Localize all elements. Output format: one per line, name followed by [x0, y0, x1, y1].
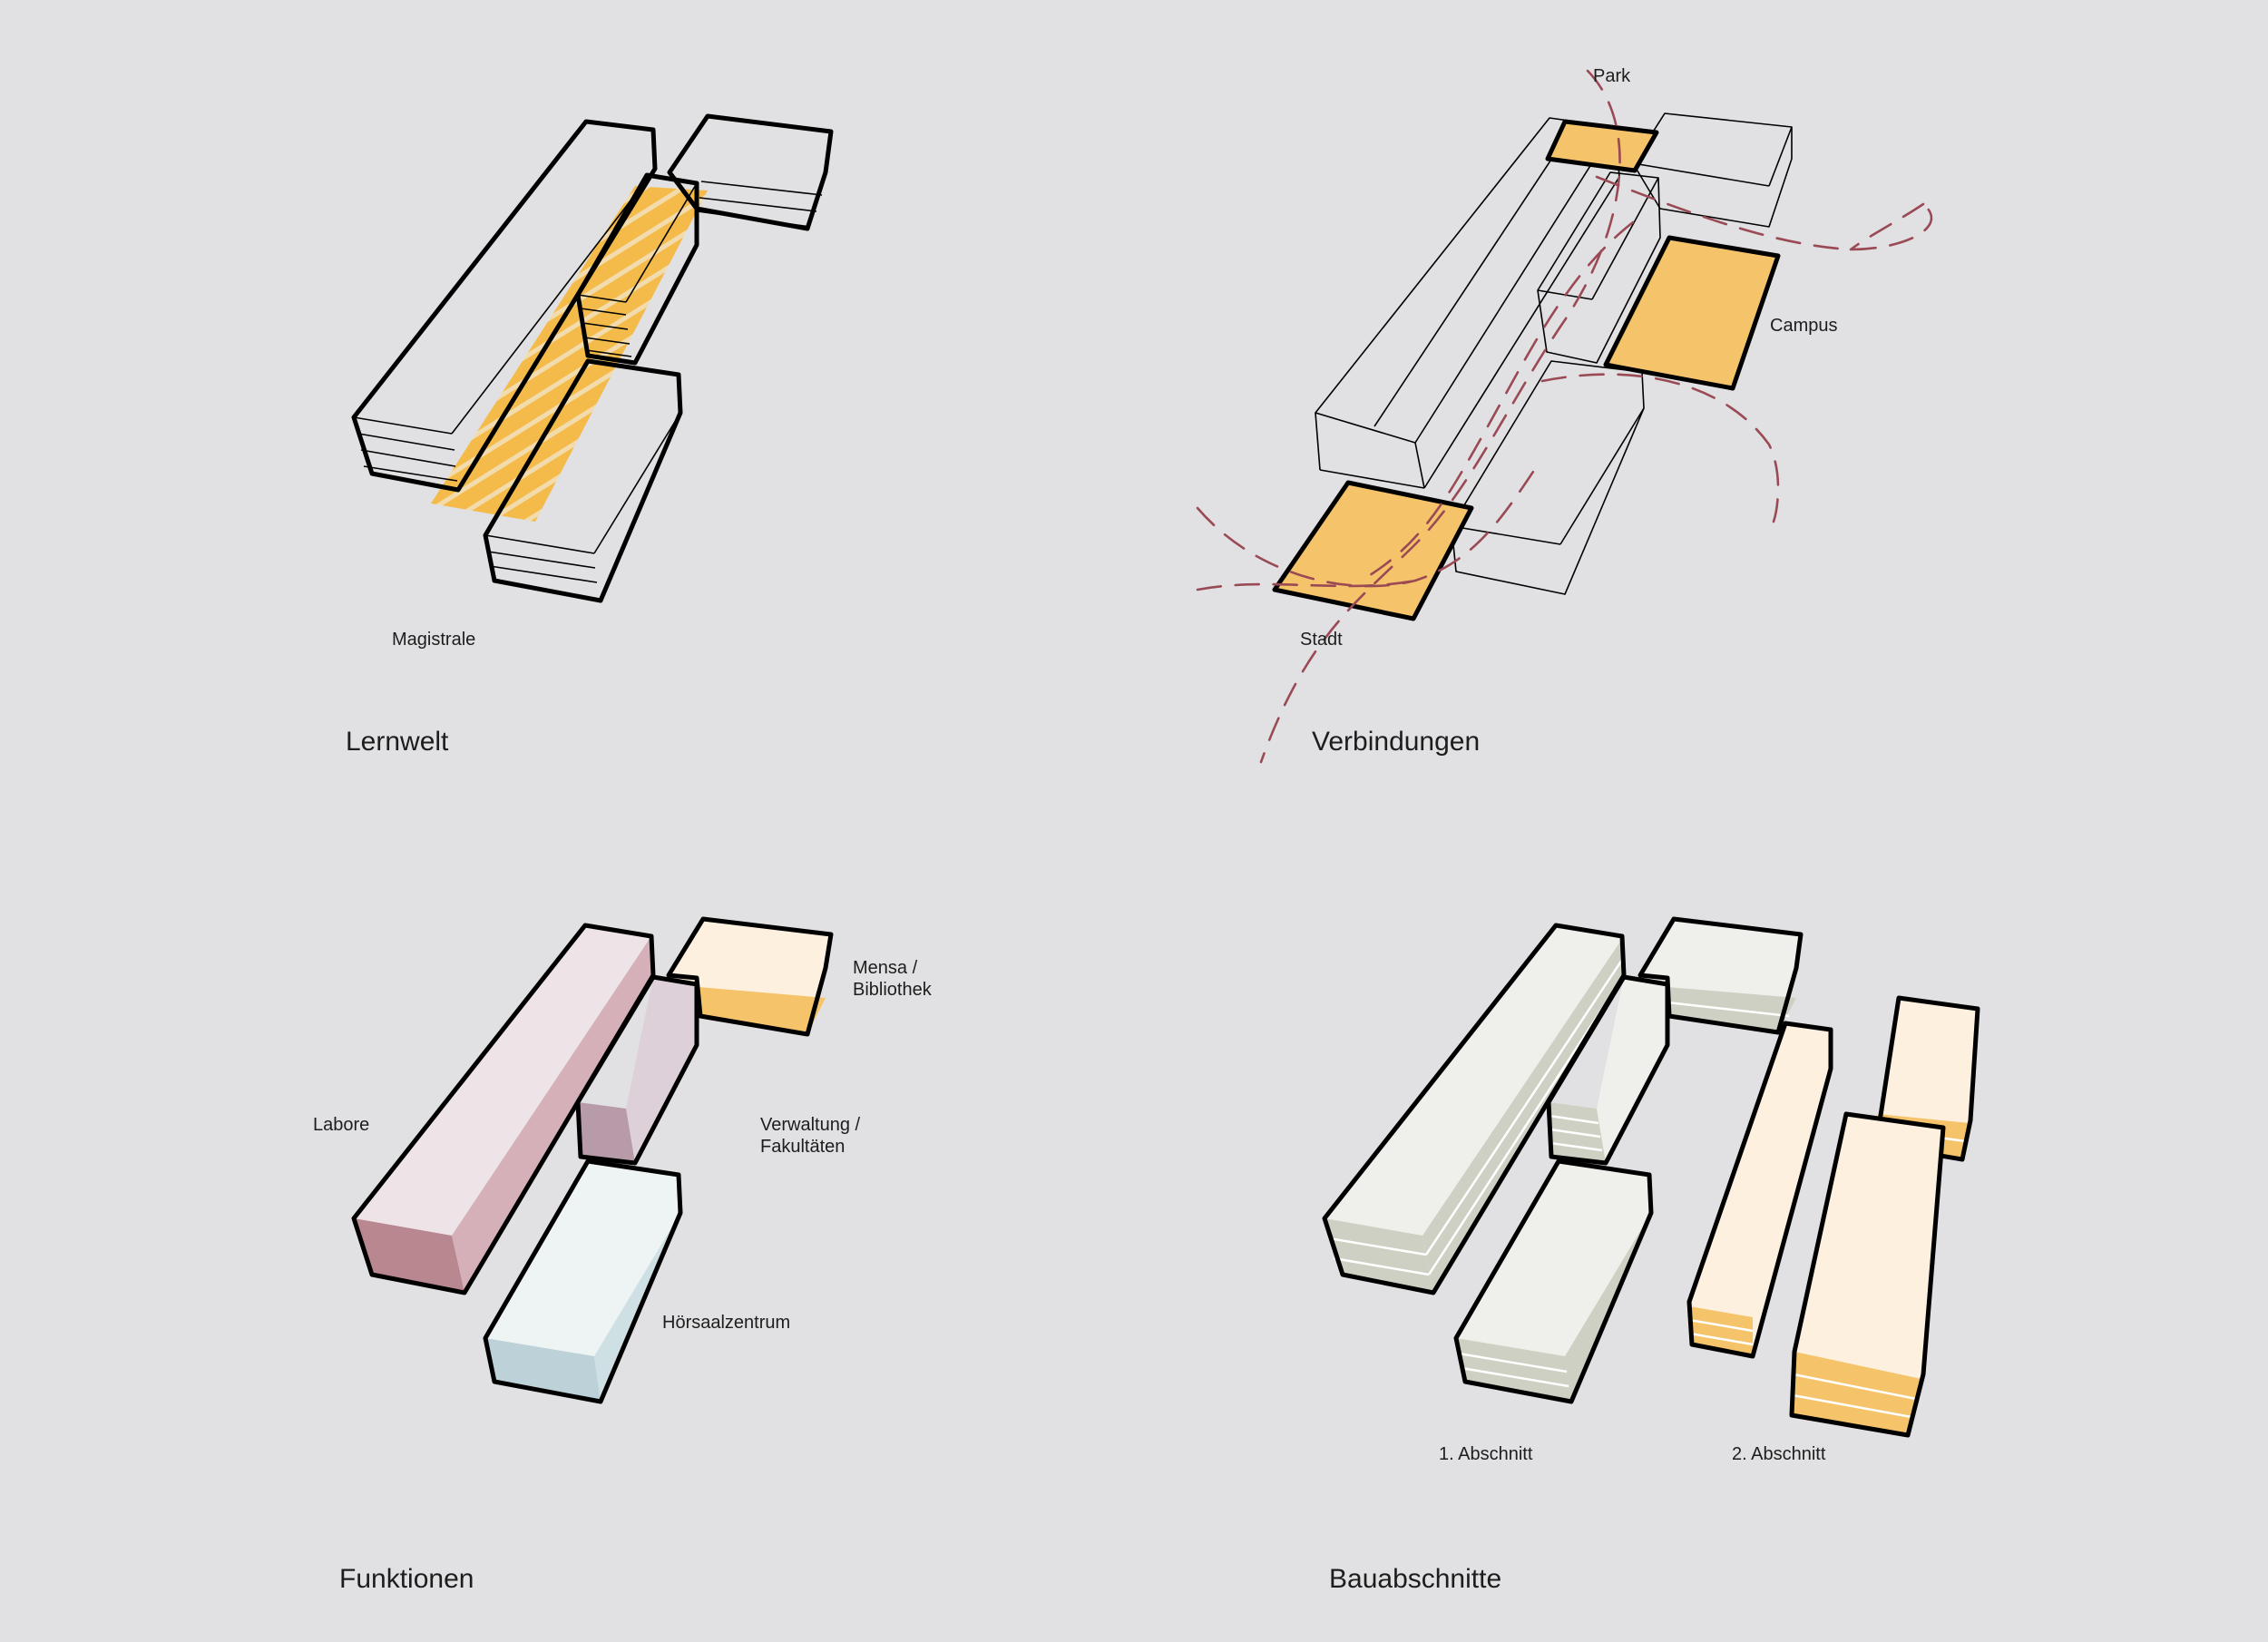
verbindungen-diagram [1196, 69, 1933, 764]
wireframe-buildings [1315, 112, 1793, 595]
abschnitt-1-label: 1. Abschnitt [1439, 1444, 1533, 1464]
lernwelt-title: Lernwelt [346, 727, 449, 757]
funktionen-diagram [351, 916, 834, 1404]
abschnitt-2-label: 2. Abschnitt [1732, 1444, 1826, 1464]
phase2-large-block [1789, 1111, 1946, 1438]
labore-block [351, 923, 656, 1295]
mensa-front [699, 987, 826, 1034]
verwaltung-label-line2: Fakultäten [760, 1137, 846, 1157]
phase1-mensa-block [1637, 916, 1804, 1035]
labore-front [354, 1218, 464, 1293]
hoersaal-label: Hörsaalzentrum [662, 1313, 791, 1333]
hoersaal-front [485, 1338, 601, 1402]
phase1-hoersaal-block [1453, 1158, 1654, 1404]
funktionen-title: Funktionen [339, 1564, 474, 1594]
magistrale-hatch [431, 186, 708, 522]
hoersaal-block [483, 1158, 683, 1404]
bauabschnitte-title: Bauabschnitte [1329, 1564, 1502, 1594]
park-label: Park [1593, 66, 1631, 86]
verwaltung-block [575, 172, 699, 366]
verbindungen-title: Verbindungen [1312, 727, 1481, 757]
labore-label: Labore [313, 1115, 370, 1135]
labore-block [351, 119, 658, 493]
park-area [1545, 119, 1659, 173]
mensa-block [667, 113, 834, 231]
stadt-label: Stadt [1300, 630, 1343, 650]
mensa-label-line1: Mensa / [853, 958, 918, 978]
phase1-verwaltung-block [1546, 974, 1670, 1166]
phase1-long-block [1322, 923, 1627, 1295]
mensa-block [666, 916, 834, 1037]
lernwelt-diagram [351, 113, 834, 603]
labore-top [354, 925, 651, 1236]
hoersaal-top [485, 1161, 680, 1402]
verwaltung-block [575, 974, 699, 1166]
labore-side [452, 936, 653, 1293]
magistrale-label: Magistrale [392, 630, 476, 650]
hoersaal-block [483, 358, 683, 603]
verwaltung-front [578, 1102, 635, 1163]
stadt-area [1272, 480, 1474, 621]
verwaltung-label-line1: Verwaltung / [760, 1115, 861, 1135]
campus-area [1603, 235, 1781, 391]
bauabschnitte-diagram [1322, 916, 1980, 1438]
mensa-label-line2: Bibliothek [853, 980, 932, 1000]
campus-label: Campus [1770, 316, 1838, 336]
connection-paths [1196, 69, 1933, 764]
phase2-slim-block [1686, 1021, 1833, 1359]
